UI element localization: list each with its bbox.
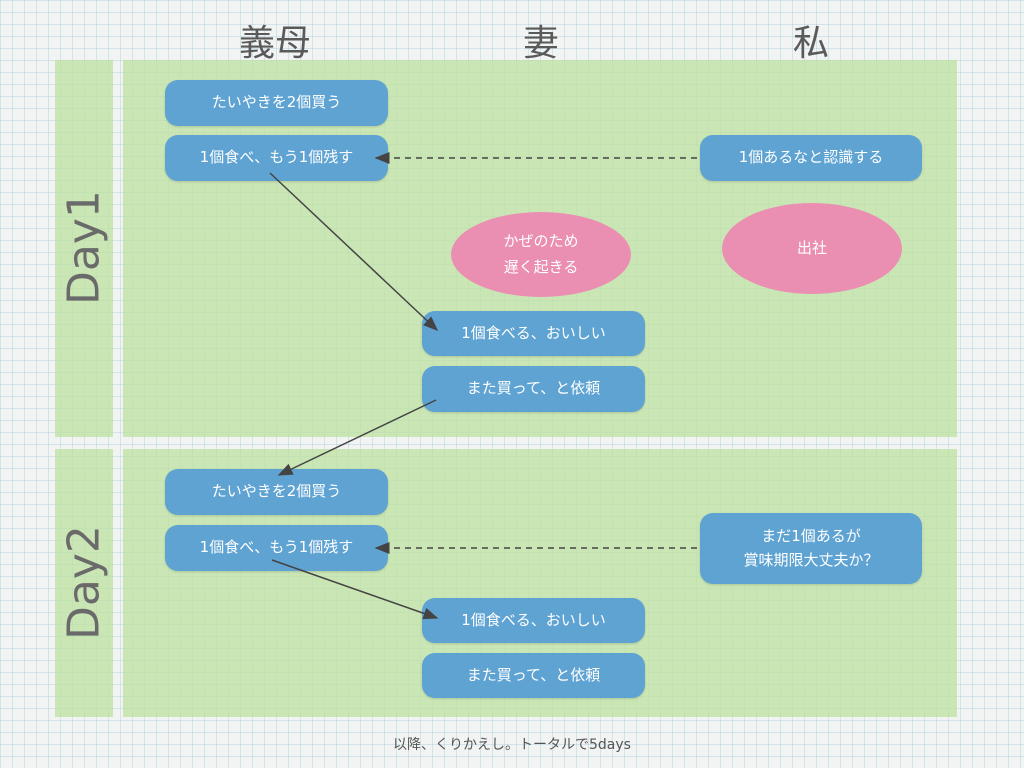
header-me: 私 (792, 23, 829, 64)
ellipse-line: かぜのため (503, 232, 579, 250)
d2-arrow-to-wife (271, 559, 439, 620)
d1-eat-one-leave-one: 1個食べ、もう1個残す (165, 135, 388, 181)
d1-wife-sick: かぜのため遅く起きる (451, 212, 631, 297)
footer-note: 以降、くりかえし。トータルで5days (393, 737, 631, 753)
d2-ask-buy-again: また買って、と依頼 (422, 653, 645, 698)
header-wife: 妻 (522, 23, 559, 64)
d1-ask-buy-again: また買って、と依頼 (422, 366, 645, 412)
ellipse-line: 遅く起きる (503, 257, 579, 276)
d1-notice-one: 1個あるなと認識する (700, 135, 922, 181)
d1-arrow-to-d2 (277, 399, 437, 476)
note-line: 賞味期限大丈夫か？ (743, 550, 879, 569)
d2-wife-eats: 1個食べる、おいしい (422, 598, 645, 643)
d1-arrow-to-wife (269, 172, 439, 332)
day1-label-band (55, 60, 113, 437)
d1-go-to-work: 出社 (722, 203, 902, 294)
d1-wife-eats: 1個食べる、おいしい (422, 311, 645, 356)
d2-buy-two: たいやきを2個買う (165, 469, 388, 515)
day2-label-band (55, 449, 113, 717)
d2-eat-one-leave-one: 1個食べ、もう1個残す (165, 525, 388, 571)
note-line: まだ1個あるが (761, 527, 861, 546)
header-mother-in-law: 義母 (238, 23, 311, 64)
d2-worry-expiry: まだ1個あるが賞味期限大丈夫か？ (700, 513, 922, 584)
d1-buy-two: たいやきを2個買う (165, 80, 388, 126)
